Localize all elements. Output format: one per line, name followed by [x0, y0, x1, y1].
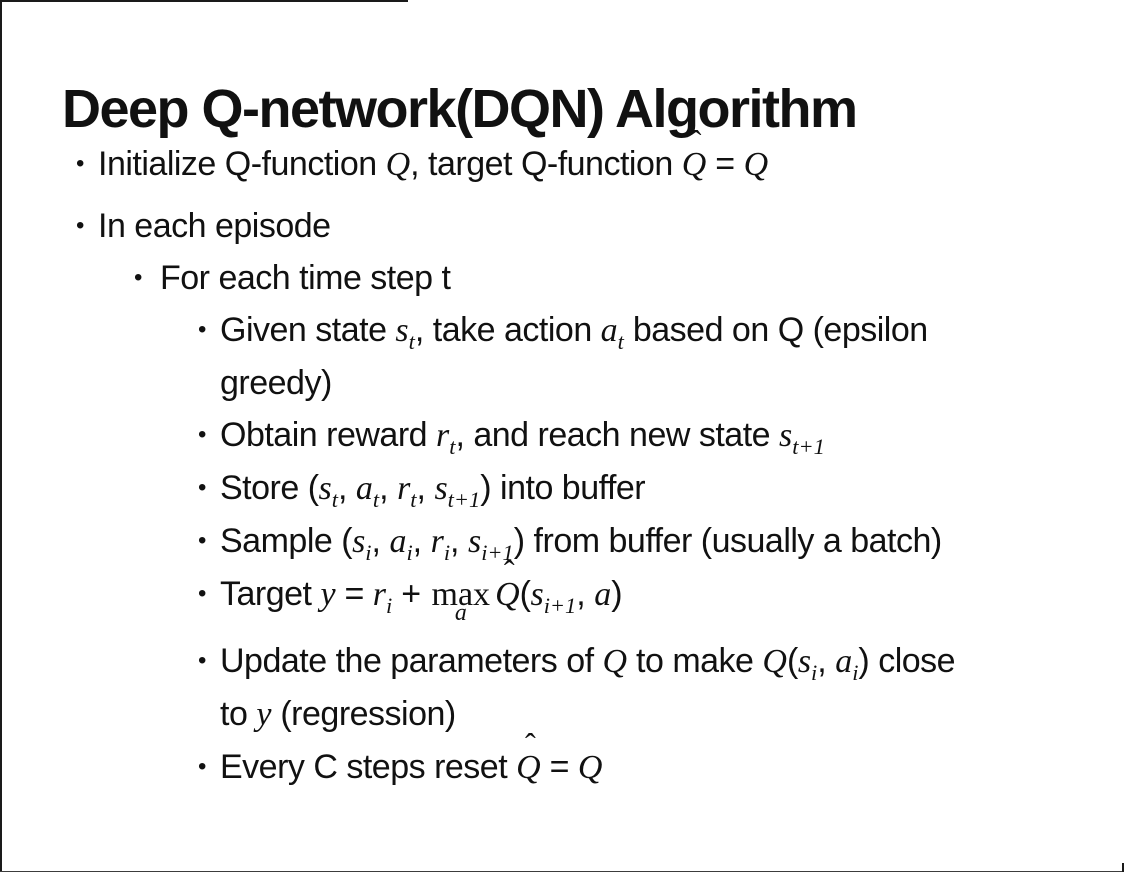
bullet-text: Initialize Q-function Q, target Q-functi… — [98, 126, 1108, 191]
bullet-marker: • — [198, 316, 206, 343]
math-symbol: Q — [516, 749, 541, 786]
math-subscript: i — [852, 659, 859, 685]
frame-border-top — [0, 0, 408, 2]
math-symbol: ai — [835, 643, 859, 685]
math-symbol: st+1 — [434, 470, 481, 512]
math-symbol: ai — [389, 523, 413, 565]
math-symbol: Q — [495, 576, 520, 613]
math-symbol: y — [256, 696, 272, 733]
bullet-list: • Initialize Q-function Q, target Q-funct… — [0, 126, 1108, 794]
math-subscript: i — [406, 539, 413, 565]
math-subscript: i+1 — [543, 592, 577, 618]
math-symbol: si — [352, 523, 372, 565]
math-symbol: ri — [430, 523, 451, 565]
bullet-text: For each time step t — [160, 259, 451, 297]
frame-border-left — [0, 0, 2, 872]
math-symbol: Q — [385, 146, 411, 183]
bullet-text: Sample (si, ai, ri, si+1) from buffer (u… — [220, 522, 942, 565]
math-subscript: t — [617, 328, 624, 354]
math-subscript: t — [331, 486, 339, 512]
math-subscript: t — [449, 433, 456, 459]
math-symbol: st — [318, 470, 339, 512]
bullet-text: Store (st, at, rt, st+1) into buffer — [220, 469, 646, 512]
bullet-marker: • — [198, 421, 206, 448]
math-subscript: i — [443, 539, 451, 565]
max-under-subscript: a — [454, 600, 467, 627]
slide-title: Deep Q-network(DQN) Algorithm — [62, 79, 858, 140]
math-symbol: st+1 — [779, 417, 825, 459]
hat-accent: ˆ — [503, 554, 515, 591]
bullet-item: • Store (st, at, rt, st+1) into buffer — [0, 462, 1108, 515]
hat-accent: ˆ — [524, 727, 536, 764]
math-symbol: Q — [577, 749, 603, 786]
bullet-text: Obtain reward rt, and reach new state st… — [220, 416, 825, 459]
bullet-marker: • — [198, 753, 206, 780]
bullet-text: In each episode — [98, 207, 331, 245]
bullet-item: • Obtain reward rt, and reach new state s… — [0, 409, 1108, 462]
math-symbol: y — [320, 576, 336, 613]
bullet-item: • Initialize Q-function Q, target Q-funct… — [0, 126, 1108, 191]
bullet-marker: • — [134, 264, 142, 291]
bullet-marker: • — [76, 212, 84, 239]
bullet-text: Given state st, take action at based on … — [220, 311, 928, 402]
math-subscript: t+1 — [792, 433, 825, 459]
math-subscript: i — [811, 659, 818, 685]
bullet-item: •Given state st, take action at based on… — [0, 304, 1108, 409]
math-symbol: Q — [602, 643, 628, 680]
math-symbol: si+1 — [530, 576, 577, 618]
bullet-item: • For each time step t — [0, 252, 1108, 304]
bullet-marker: • — [198, 474, 206, 501]
math-subscript: t — [372, 486, 380, 512]
bullet-marker: • — [76, 150, 84, 177]
math-symbol: Q — [743, 146, 769, 183]
hat-accent: ˆ — [690, 124, 702, 161]
bullet-item: • In each episode — [0, 200, 1108, 252]
bullet-marker: • — [198, 580, 206, 607]
bullet-marker: • — [198, 527, 206, 554]
math-symbol: Q — [762, 643, 787, 680]
math-subscript: t+1 — [447, 486, 481, 512]
math-subscript: t — [408, 328, 415, 354]
math-subscript: t — [410, 486, 417, 512]
max-label: max — [431, 576, 491, 613]
math-symbol: rt — [436, 417, 456, 459]
math-symbol: si+1 — [467, 523, 514, 565]
math-subscript: i+1 — [481, 539, 514, 565]
math-subscript: i — [365, 539, 372, 565]
math-symbol: a — [594, 576, 612, 613]
bullet-item: • Update the parameters of Q to make Q(si… — [0, 635, 1108, 741]
frame-tick-bottom-right — [1122, 863, 1124, 872]
math-symbol: at — [355, 470, 380, 512]
math-symbol: st — [395, 312, 415, 354]
bullet-marker: • — [198, 647, 206, 674]
math-symbol: rt — [397, 470, 417, 512]
math-subscript: i — [386, 592, 393, 618]
math-symbol: ri — [372, 576, 393, 618]
math-symbol: si — [797, 643, 818, 685]
math-symbol: Q — [681, 146, 707, 183]
math-symbol: at — [600, 312, 624, 354]
bullet-text: Update the parameters of Q to make Q(si,… — [220, 642, 956, 733]
bullet-item: • Sample (si, ai, ri, si+1) from buffer (… — [0, 515, 1108, 568]
